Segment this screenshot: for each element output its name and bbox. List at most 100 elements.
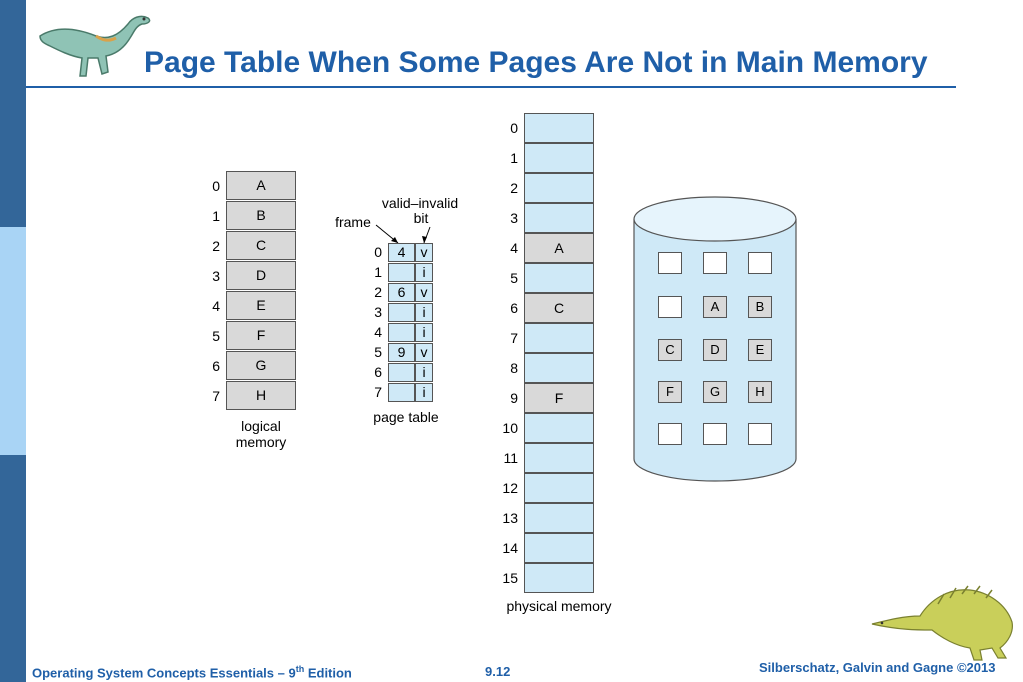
physical-memory-index: 13 (502, 510, 518, 526)
page-table-bit-cell: v (415, 243, 433, 262)
page-table-bit-cell: i (415, 383, 433, 402)
physical-memory-index: 1 (510, 150, 518, 166)
logical-memory-caption-line2: memory (235, 434, 287, 450)
physical-frame-cell (524, 353, 594, 383)
physical-frame-cell (524, 203, 594, 233)
page-table-frame-cell (388, 303, 415, 322)
physical-memory-index: 14 (502, 540, 518, 556)
page-table-bit-cell: i (415, 263, 433, 282)
footer-slide-number: 9.12 (485, 664, 511, 679)
logical-page-cell: B (226, 201, 296, 230)
physical-frame-cell (524, 533, 594, 563)
disk-block: B (748, 296, 772, 318)
physical-memory-index: 10 (502, 420, 518, 436)
page-table-arrows (375, 224, 431, 244)
frame-arrowhead (391, 237, 398, 243)
logical-memory-index: 7 (212, 388, 220, 404)
page-table-index: 7 (374, 384, 382, 400)
disk-block: H (748, 381, 772, 403)
disk-block: A (703, 296, 727, 318)
page-table-index: 0 (374, 244, 382, 260)
page-table-bit-cell: i (415, 363, 433, 382)
page-table-bit-cell: i (415, 323, 433, 342)
disk-block (658, 423, 682, 445)
physical-frame-cell (524, 503, 594, 533)
page-table-bit-cell: i (415, 303, 433, 322)
physical-frame-cell: A (524, 233, 594, 263)
physical-frame-cell (524, 563, 594, 593)
logical-page-cell: G (226, 351, 296, 380)
physical-memory-index: 7 (510, 330, 518, 346)
page-table-frame-cell: 6 (388, 283, 415, 302)
physical-frame-cell (524, 113, 594, 143)
physical-memory-index: 2 (510, 180, 518, 196)
logical-page-cell: A (226, 171, 296, 200)
dinosaur-logo-icon (39, 15, 151, 77)
physical-memory-caption: physical memory (506, 598, 612, 614)
page-table-bit-cell: v (415, 343, 433, 362)
page-table-index: 5 (374, 344, 382, 360)
slide-title: Page Table When Some Pages Are Not in Ma… (144, 46, 928, 79)
physical-frame-cell (524, 413, 594, 443)
bit-arrowhead (422, 236, 427, 243)
logical-page-cell: H (226, 381, 296, 410)
sidebar-band-middle (0, 227, 26, 455)
page-table-index: 4 (374, 324, 382, 340)
physical-frame-cell (524, 473, 594, 503)
page-table-bit-label: bit (413, 210, 429, 226)
page-table-index: 2 (374, 284, 382, 300)
logical-memory-index: 1 (212, 208, 220, 224)
logical-page-cell: C (226, 231, 296, 260)
logical-page-cell: E (226, 291, 296, 320)
physical-memory-index: 11 (503, 450, 518, 466)
logical-memory-index: 6 (212, 358, 220, 374)
physical-frame-cell (524, 263, 594, 293)
footer-book-title-text: Operating System Concepts Essentials – 9 (32, 665, 296, 681)
disk-block: E (748, 339, 772, 361)
logical-memory-index: 3 (212, 268, 220, 284)
logical-memory-index: 2 (212, 238, 220, 254)
logical-page-cell: D (226, 261, 296, 290)
physical-frame-cell (524, 443, 594, 473)
disk-block (703, 423, 727, 445)
page-table-index: 1 (374, 264, 382, 280)
footer-authors: Silberschatz, Galvin and Gagne ©2013 (759, 660, 996, 675)
physical-frame-cell (524, 143, 594, 173)
page-table-frame-label: frame (335, 214, 371, 230)
dinosaur-footer-icon (871, 585, 1013, 661)
page-table-index: 6 (374, 364, 382, 380)
disk-block: G (703, 381, 727, 403)
disk-block: C (658, 339, 682, 361)
page-table-frame-cell (388, 383, 415, 402)
disk-block: D (703, 339, 727, 361)
page-table-frame-cell (388, 363, 415, 382)
sidebar-band-bottom (0, 455, 26, 682)
logical-memory-caption-line1: logical (241, 418, 281, 434)
page-table-frame-cell: 4 (388, 243, 415, 262)
page-table-frame-cell: 9 (388, 343, 415, 362)
logical-memory-index: 4 (212, 298, 220, 314)
physical-memory-index: 0 (510, 120, 518, 136)
physical-frame-cell: C (524, 293, 594, 323)
physical-memory-index: 3 (510, 210, 518, 226)
page-table-index: 3 (374, 304, 382, 320)
disk-block (658, 296, 682, 318)
title-underline (26, 86, 956, 88)
physical-memory-index: 4 (510, 240, 518, 256)
logical-memory-index: 5 (212, 328, 220, 344)
physical-memory-index: 15 (502, 570, 518, 586)
disk-block (748, 423, 772, 445)
logical-memory-index: 0 (212, 178, 220, 194)
footer-book-title-suffix: Edition (304, 665, 352, 681)
physical-memory-index: 9 (510, 390, 518, 406)
physical-memory-index: 8 (510, 360, 518, 376)
physical-frame-cell (524, 173, 594, 203)
physical-frame-cell: F (524, 383, 594, 413)
page-table-frame-cell (388, 323, 415, 342)
page-table-caption: page table (373, 409, 439, 425)
logical-page-cell: F (226, 321, 296, 350)
disk-block: F (658, 381, 682, 403)
disk-block (703, 252, 727, 274)
physical-memory-index: 6 (510, 300, 518, 316)
footer-book-title: Operating System Concepts Essentials – 9… (32, 664, 352, 680)
